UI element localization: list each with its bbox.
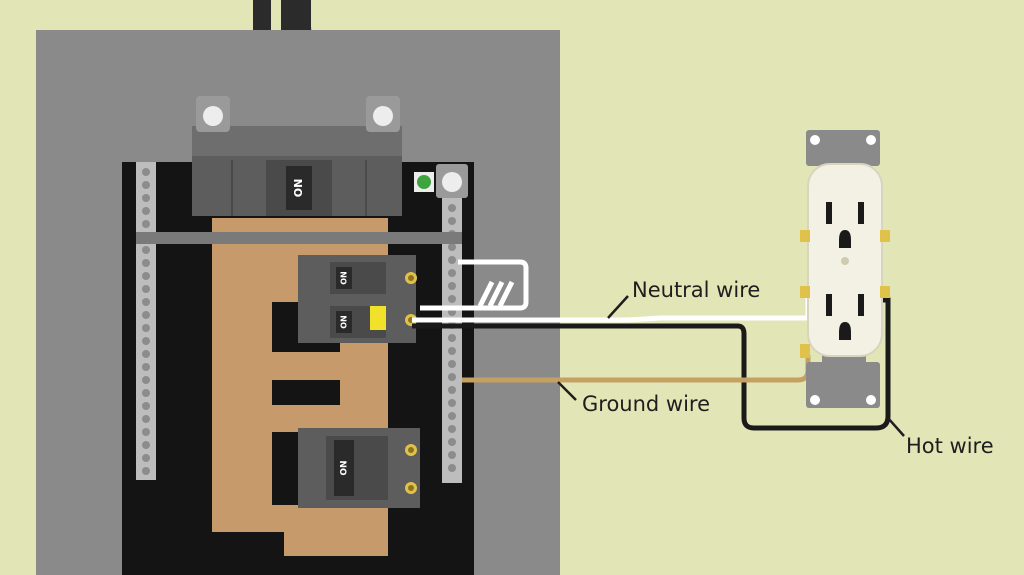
bar-screw: [142, 376, 150, 384]
bar-screw: [142, 350, 150, 358]
bar-screw: [448, 464, 456, 472]
lower-receptacle: [826, 294, 864, 340]
bar-screw: [448, 334, 456, 342]
main-breaker-on-label: ON: [292, 179, 305, 198]
bar-screw: [448, 347, 456, 355]
neutral-wire: [412, 292, 811, 323]
neutral-terminal: [436, 164, 468, 198]
breaker-wired: ON: [298, 301, 417, 343]
bar-screw: [448, 282, 456, 290]
bar-screw: [448, 373, 456, 381]
ground-bar-screws: [142, 168, 150, 475]
bar-screw: [142, 298, 150, 306]
bar-screw: [142, 415, 150, 423]
duplex-outlet: [800, 130, 890, 408]
trip-indicator: [370, 306, 386, 330]
bar-screw: [448, 217, 456, 225]
bar-screw: [142, 285, 150, 293]
ground-leader: [557, 381, 577, 401]
ground-wire-label: Ground wire: [582, 392, 710, 416]
neutral-leader: [607, 295, 629, 319]
breaker-wired-on-label: ON: [340, 315, 349, 329]
breaker-double-switch[interactable]: [334, 440, 354, 496]
breaker-upper-switch[interactable]: [336, 267, 352, 289]
bar-screw: [142, 246, 150, 254]
neutral-coil: [420, 259, 529, 311]
bar-screw: [142, 311, 150, 319]
bar-screw: [448, 412, 456, 420]
bar-screw: [142, 194, 150, 202]
bar-screw: [448, 399, 456, 407]
neutral-bar-screws: [448, 204, 456, 472]
breaker-wired-switch[interactable]: [336, 311, 352, 333]
bar-screw: [142, 389, 150, 397]
bar-screw: [142, 324, 150, 332]
upper-receptacle: [826, 202, 864, 248]
hot-wire-label: Hot wire: [906, 434, 994, 458]
neutral-wire-label: Neutral wire: [632, 278, 760, 302]
bar-screw: [448, 386, 456, 394]
bar-screw: [142, 337, 150, 345]
bar-screw: [142, 272, 150, 280]
bar-screw: [448, 295, 456, 303]
main-terminal-left: [203, 106, 223, 126]
bar-screw: [448, 360, 456, 368]
breaker-double-on-label: ON: [340, 460, 350, 475]
bar-screw: [448, 438, 456, 446]
bar-screw: [142, 220, 150, 228]
bar-screw: [142, 259, 150, 267]
hot-wire: [412, 297, 891, 431]
bar-screw: [142, 467, 150, 475]
ground-screw: [414, 172, 434, 192]
bar-screw: [142, 428, 150, 436]
bar-screw: [448, 425, 456, 433]
bar-screw: [142, 207, 150, 215]
main-breaker: ON: [192, 96, 402, 216]
bar-screw: [448, 256, 456, 264]
breaker-upper: ON: [298, 255, 417, 301]
hot-leader: [887, 417, 905, 437]
bar-screw: [142, 402, 150, 410]
bar-screw: [448, 243, 456, 251]
breaker-upper-on-label: ON: [340, 271, 349, 285]
main-terminal-right: [373, 106, 393, 126]
breaker-double: ON: [298, 428, 420, 508]
main-breaker-switch[interactable]: [286, 166, 312, 210]
bar-screw: [142, 363, 150, 371]
bar-screw: [142, 181, 150, 189]
bar-screw: [142, 441, 150, 449]
bar-screw: [142, 454, 150, 462]
bar-screw: [448, 269, 456, 277]
bar-screw: [142, 168, 150, 176]
bar-screw: [448, 451, 456, 459]
bar-screw: [448, 204, 456, 212]
